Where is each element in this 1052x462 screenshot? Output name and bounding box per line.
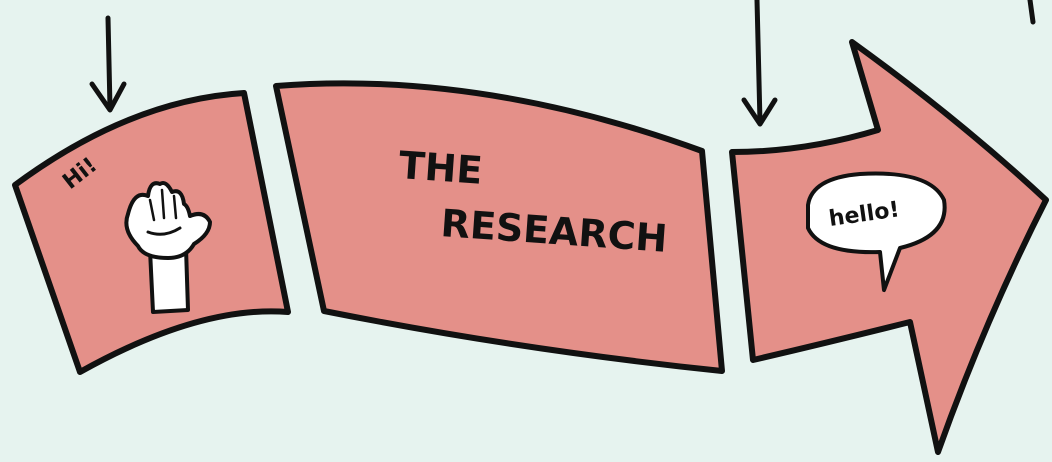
edge-stroke-mark [1030, 0, 1033, 22]
title-line-1: THE [397, 143, 484, 193]
